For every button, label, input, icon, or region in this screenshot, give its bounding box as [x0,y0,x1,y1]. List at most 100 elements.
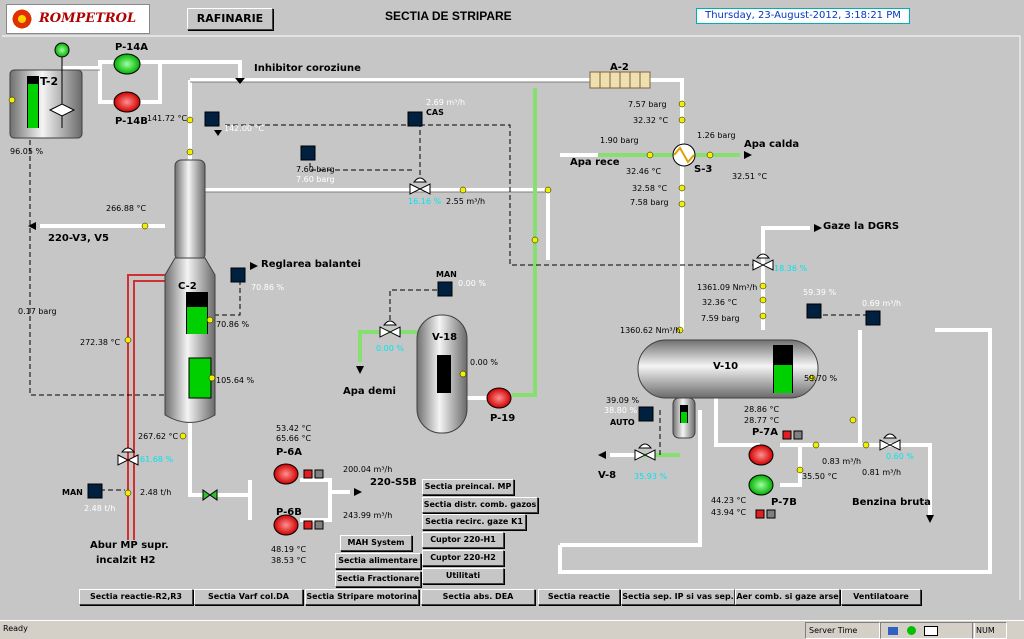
nav-reactie[interactable]: Sectia reactie [538,589,620,605]
value-c2-level-sp: 70.86 % [251,283,285,292]
rompetrol-logo: ROMPETROL [6,4,150,34]
value-p7b-temp1: 44.23 °C [711,496,747,505]
cuptor-h1-button[interactable]: Cuptor 220-H1 [422,532,504,548]
valve-abur-icon[interactable] [117,447,139,466]
status-server-time: Server Time [805,622,880,639]
nav-abs-dea[interactable]: Sectia abs. DEA [421,589,535,605]
valve-cas-icon[interactable] [409,177,431,195]
label-p7a: P-7A [752,427,779,438]
exchanger-s3-icon[interactable] [672,143,696,167]
pump-p19-icon[interactable] [486,387,512,409]
controller-abur-icon[interactable] [87,483,103,499]
tank-t2 [9,42,83,139]
pump-p7b-icon[interactable] [748,474,774,496]
value-flow-20004: 200.04 m³/h [343,465,393,474]
value-p6-temp1: 53.42 °C [276,424,312,433]
value-c2-level: 70.86 % [216,320,250,329]
value-flow-24399: 243.99 m³/h [343,511,393,520]
value-valve-demi: 0.00 % [376,344,404,353]
value-v18-man: 0.00 % [458,279,486,288]
value-cas-flow: 2.55 m³/h [446,197,486,206]
label-p14a: P-14A [115,42,148,53]
controller-cas-icon[interactable] [407,111,423,127]
value-cas-flow-sp: 2.69 m³/h [426,98,466,107]
label-inhibitor: Inhibitor coroziune [254,63,361,74]
value-abur-flow-sp: 2.48 t/h [84,504,116,513]
value-s3-temp2: 32.58 °C [632,184,668,193]
monitor-icon [924,625,939,636]
man-system-button[interactable]: MAH System [340,535,412,551]
valve-dgrs-icon[interactable] [752,253,774,271]
value-v10-level: 59.70 % [804,374,838,383]
value-p7-temp1: 28.86 °C [744,405,780,414]
controller-tic-icon[interactable] [204,111,220,127]
controller-pic-icon[interactable] [300,145,316,161]
label-apa-calda: Apa calda [744,139,800,150]
label-a2: A-2 [610,62,629,73]
valve-v8-icon[interactable] [634,443,656,461]
label-abur-2: incalzit H2 [96,555,156,566]
label-p14b: P-14B [115,116,148,127]
header: ROMPETROL RAFINARIE SECTIA DE STRIPARE T… [0,0,1024,34]
nav-reactie-r2r3[interactable]: Sectia reactie-R2,R3 [79,589,193,605]
cuptor-h2-button[interactable]: Cuptor 220-H2 [422,550,504,566]
pump-p7a-icon[interactable] [748,444,774,466]
label-reglarea: Reglarea balantei [261,259,361,270]
value-top-temp-sp: 142.00 °C [224,124,265,133]
section-recirc-button[interactable]: Sectia recirc. gaze K1 [422,514,526,530]
section-alimentare-button[interactable]: Sectia alimentare [335,553,421,569]
nav-varf-da[interactable]: Sectia Varf col.DA [194,589,303,605]
nav-ventilatoare[interactable]: Ventilatoare [841,589,921,605]
section-fractionare-button[interactable]: Sectia Fractionare [335,571,421,587]
page-title: SECTIA DE STRIPARE [385,9,512,23]
label-t2: T-2 [40,75,59,88]
controller-v10-icon[interactable] [806,303,822,319]
controller-benz-icon[interactable] [865,310,881,326]
value-valve-benz: 0.60 % [886,452,914,461]
value-valve-dgrs: 18.36 % [774,264,808,273]
nav-sep-ip[interactable]: Sectia sep. IP si vas sep. [621,589,735,605]
column-c2 [164,159,216,423]
valve-p6-icon[interactable] [202,489,218,501]
value-flow-083: 0.83 m³/h [822,457,862,466]
controller-lic-icon[interactable] [230,267,246,283]
pump-status-lamps [303,430,803,530]
label-c2: C-2 [178,281,197,292]
controller-boot-icon[interactable] [638,406,654,422]
label-cas: CAS [426,108,444,117]
value-a2-press: 7.57 barg [628,100,667,109]
nav-aer-comb[interactable]: Aer comb. si gaze arse [735,589,840,605]
windows-icon [888,626,898,635]
nav-stripare[interactable]: Sectia Stripare motorina [305,589,419,605]
controller-v18-icon[interactable] [437,281,453,297]
air-cooler-a2-icon[interactable] [589,71,651,89]
status-bar: Ready Server Time NUM [0,620,1024,639]
pump-p6a-icon[interactable] [273,463,299,485]
valve-demi-icon[interactable] [379,320,401,338]
vessel-v10 [637,339,819,439]
pump-p14b-icon[interactable] [113,91,141,113]
controllers [87,111,881,499]
value-p7-temp2: 28.77 °C [744,416,780,425]
label-p7b: P-7B [771,497,797,508]
label-v8: V-8 [598,470,617,481]
label-p6a: P-6A [276,447,303,458]
value-s3-press: 1.26 barg [697,131,736,140]
value-s3-temp-in: 32.46 °C [626,167,662,176]
section-preincal-button[interactable]: Sectia preincal. MP [422,479,514,495]
label-man-abur: MAN [62,488,83,497]
process-diagram [2,35,1021,600]
status-icons [880,622,975,639]
pump-p6b-icon[interactable] [273,514,299,536]
section-distr-button[interactable]: Sectia distr. comb. gazos [422,497,538,513]
valve-benzina-icon[interactable] [879,433,901,451]
value-p6b-temp1: 48.19 °C [271,545,307,554]
value-flow-081: 0.81 m³/h [862,468,902,477]
steam-pipe [127,274,165,540]
pump-p14a-icon[interactable] [113,53,141,75]
rafinarie-button[interactable]: RAFINARIE [187,8,273,30]
utilitati-button[interactable]: Utilitati [422,568,504,584]
value-benz-flow-sp: 0.69 m³/h [862,299,902,308]
value-press-760a: 7.60 barg [296,165,335,174]
value-boot-level: 39.09 % [606,396,640,405]
